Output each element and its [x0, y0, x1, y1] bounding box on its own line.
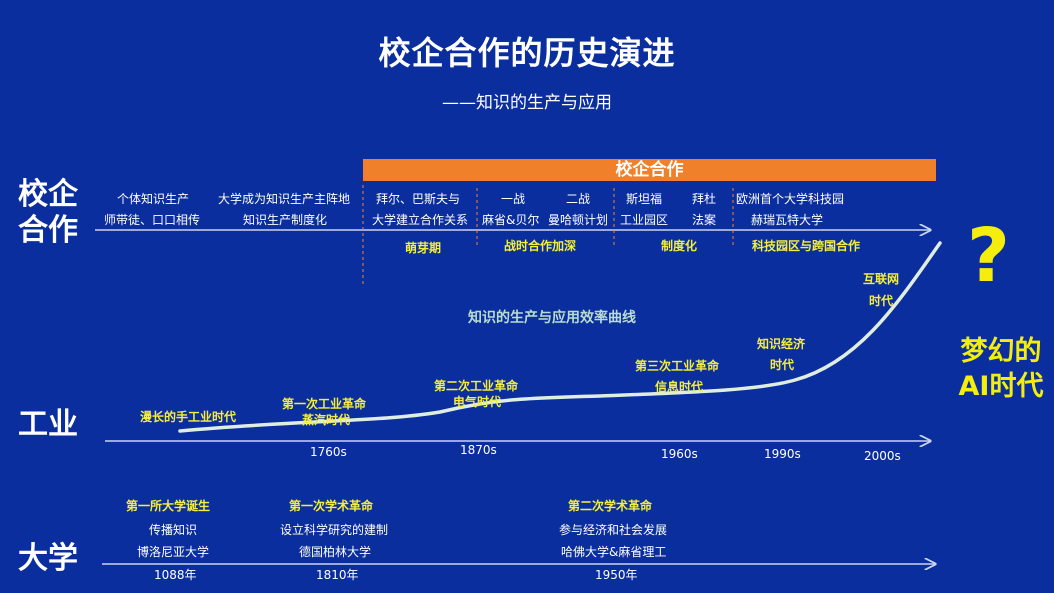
university-event-inst: 博洛尼亚大学 — [137, 545, 210, 559]
era-sublabel: 蒸汽时代 — [302, 413, 351, 427]
collab-bottom-text: 师带徒、口口相传 — [104, 213, 201, 227]
collab-bottom-text: 工业园区 — [620, 213, 669, 227]
university-event-title: 第一次学术革命 — [289, 499, 374, 513]
future-label-1: 梦幻的 — [960, 336, 1042, 367]
university-event-title: 第二次学术革命 — [568, 499, 653, 513]
year-label: 1870s — [460, 443, 497, 457]
collab-bottom-text: 大学建立合作关系 — [372, 213, 469, 227]
collab-bottom-text: 知识生产制度化 — [243, 213, 328, 227]
collab-top-text: 二战 — [566, 192, 591, 206]
efficiency-curve — [178, 241, 942, 433]
phase-label: 制度化 — [661, 239, 698, 253]
era-label: 第一次工业革命 — [282, 397, 367, 411]
row-label-industry: 工业 — [18, 407, 78, 442]
university-event-year: 1088年 — [154, 568, 197, 582]
collab-top-text: 欧洲首个大学科技园 — [736, 192, 845, 206]
era-label: 知识经济 — [757, 337, 806, 351]
year-label: 1990s — [764, 447, 801, 461]
row-label-university: 大学 — [18, 541, 78, 576]
collab-bottom-text: 法案 — [692, 213, 717, 227]
university-event-desc: 设立科学研究的建制 — [280, 523, 389, 537]
collab-top-text: 个体知识生产 — [117, 192, 190, 206]
phase-label: 战时合作加深 — [504, 239, 577, 253]
year-label: 1760s — [310, 445, 347, 459]
row-label-collab-1: 校企 — [18, 177, 78, 212]
page-subtitle: ——知识的生产与应用 — [442, 93, 612, 113]
page-title: 校企合作的历史演进 — [378, 34, 676, 72]
collab-top-text: 大学成为知识生产主阵地 — [218, 192, 351, 206]
university-event-title: 第一所大学诞生 — [126, 499, 211, 513]
year-label: 1960s — [661, 447, 698, 461]
era-label: 漫长的手工业时代 — [140, 410, 237, 424]
phase-label: 科技园区与跨国合作 — [752, 239, 861, 253]
era-label: 第二次工业革命 — [434, 379, 519, 393]
university-event-inst: 德国柏林大学 — [299, 545, 372, 559]
university-event-year: 1950年 — [595, 568, 638, 582]
university-event-desc: 参与经济和社会发展 — [559, 523, 668, 537]
year-label: 2000s — [864, 449, 901, 463]
collab-top-text: 拜杜 — [692, 192, 717, 206]
future-label-2: AI时代 — [958, 371, 1044, 402]
collab-banner: 校企合作 — [363, 159, 936, 181]
university-event-year: 1810年 — [316, 568, 359, 582]
era-sublabel: 信息时代 — [655, 380, 704, 394]
era-label: 第三次工业革命 — [635, 359, 720, 373]
collab-bottom-text: 麻省&贝尔 — [482, 213, 540, 227]
era-sublabel: 时代 — [869, 294, 894, 308]
collab-top-text: 一战 — [501, 192, 526, 206]
university-event-inst: 哈佛大学&麻省理工 — [561, 545, 667, 559]
era-sublabel: 时代 — [770, 358, 795, 372]
collab-top-text: 拜尔、巴斯夫与 — [376, 192, 461, 206]
collab-bottom-text: 曼哈顿计划 — [548, 213, 609, 227]
curve-label: 知识的生产与应用效率曲线 — [468, 310, 636, 326]
collab-top-text: 斯坦福 — [626, 192, 663, 206]
phase-label: 萌芽期 — [405, 241, 442, 255]
university-event-desc: 传播知识 — [149, 523, 198, 537]
era-sublabel: 电气时代 — [453, 395, 502, 409]
question-mark-icon: ? — [967, 213, 1010, 299]
collab-bottom-text: 赫瑞瓦特大学 — [751, 213, 824, 227]
row-label-collab-2: 合作 — [18, 213, 78, 248]
era-label: 互联网 — [863, 272, 900, 286]
